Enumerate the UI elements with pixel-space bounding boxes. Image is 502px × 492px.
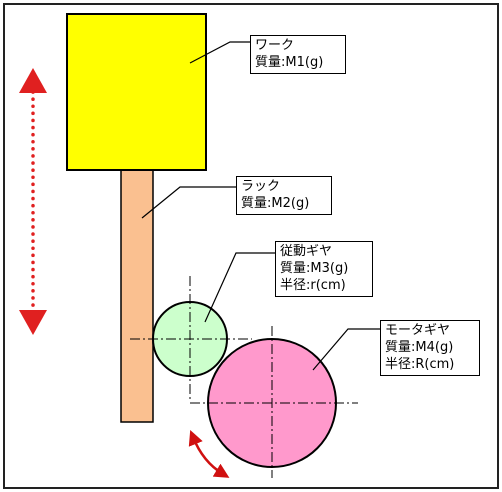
work-callout: ワーク 質量:M1(g)	[250, 35, 346, 74]
work-title: ワーク	[255, 38, 295, 53]
work-mass: 質量:M1(g)	[255, 55, 324, 70]
work-block	[66, 13, 207, 171]
rack-title: ラック	[241, 179, 281, 194]
motor-gear-callout: モータギヤ 質量:M4(g) 半径:R(cm)	[380, 320, 480, 376]
motor-gear-radius: 半径:R(cm)	[385, 357, 455, 372]
rack-mass: 質量:M2(g)	[241, 196, 310, 211]
motor-gear-mass: 質量:M4(g)	[385, 340, 454, 355]
rack	[120, 169, 154, 423]
rack-callout: ラック 質量:M2(g)	[236, 176, 332, 215]
rotation-arrow-icon	[188, 430, 230, 478]
center-lines	[130, 276, 358, 478]
driven-gear-callout: 従動ギヤ 質量:M3(g) 半径:r(cm)	[275, 241, 373, 297]
motor-gear-title: モータギヤ	[385, 323, 451, 338]
driven-gear-radius: 半径:r(cm)	[280, 278, 346, 293]
driven-gear-mass: 質量:M3(g)	[280, 261, 349, 276]
leader-lines	[141, 41, 380, 371]
linear-motion-arrow-icon	[19, 68, 47, 335]
driven-gear-title: 従動ギヤ	[280, 244, 333, 259]
